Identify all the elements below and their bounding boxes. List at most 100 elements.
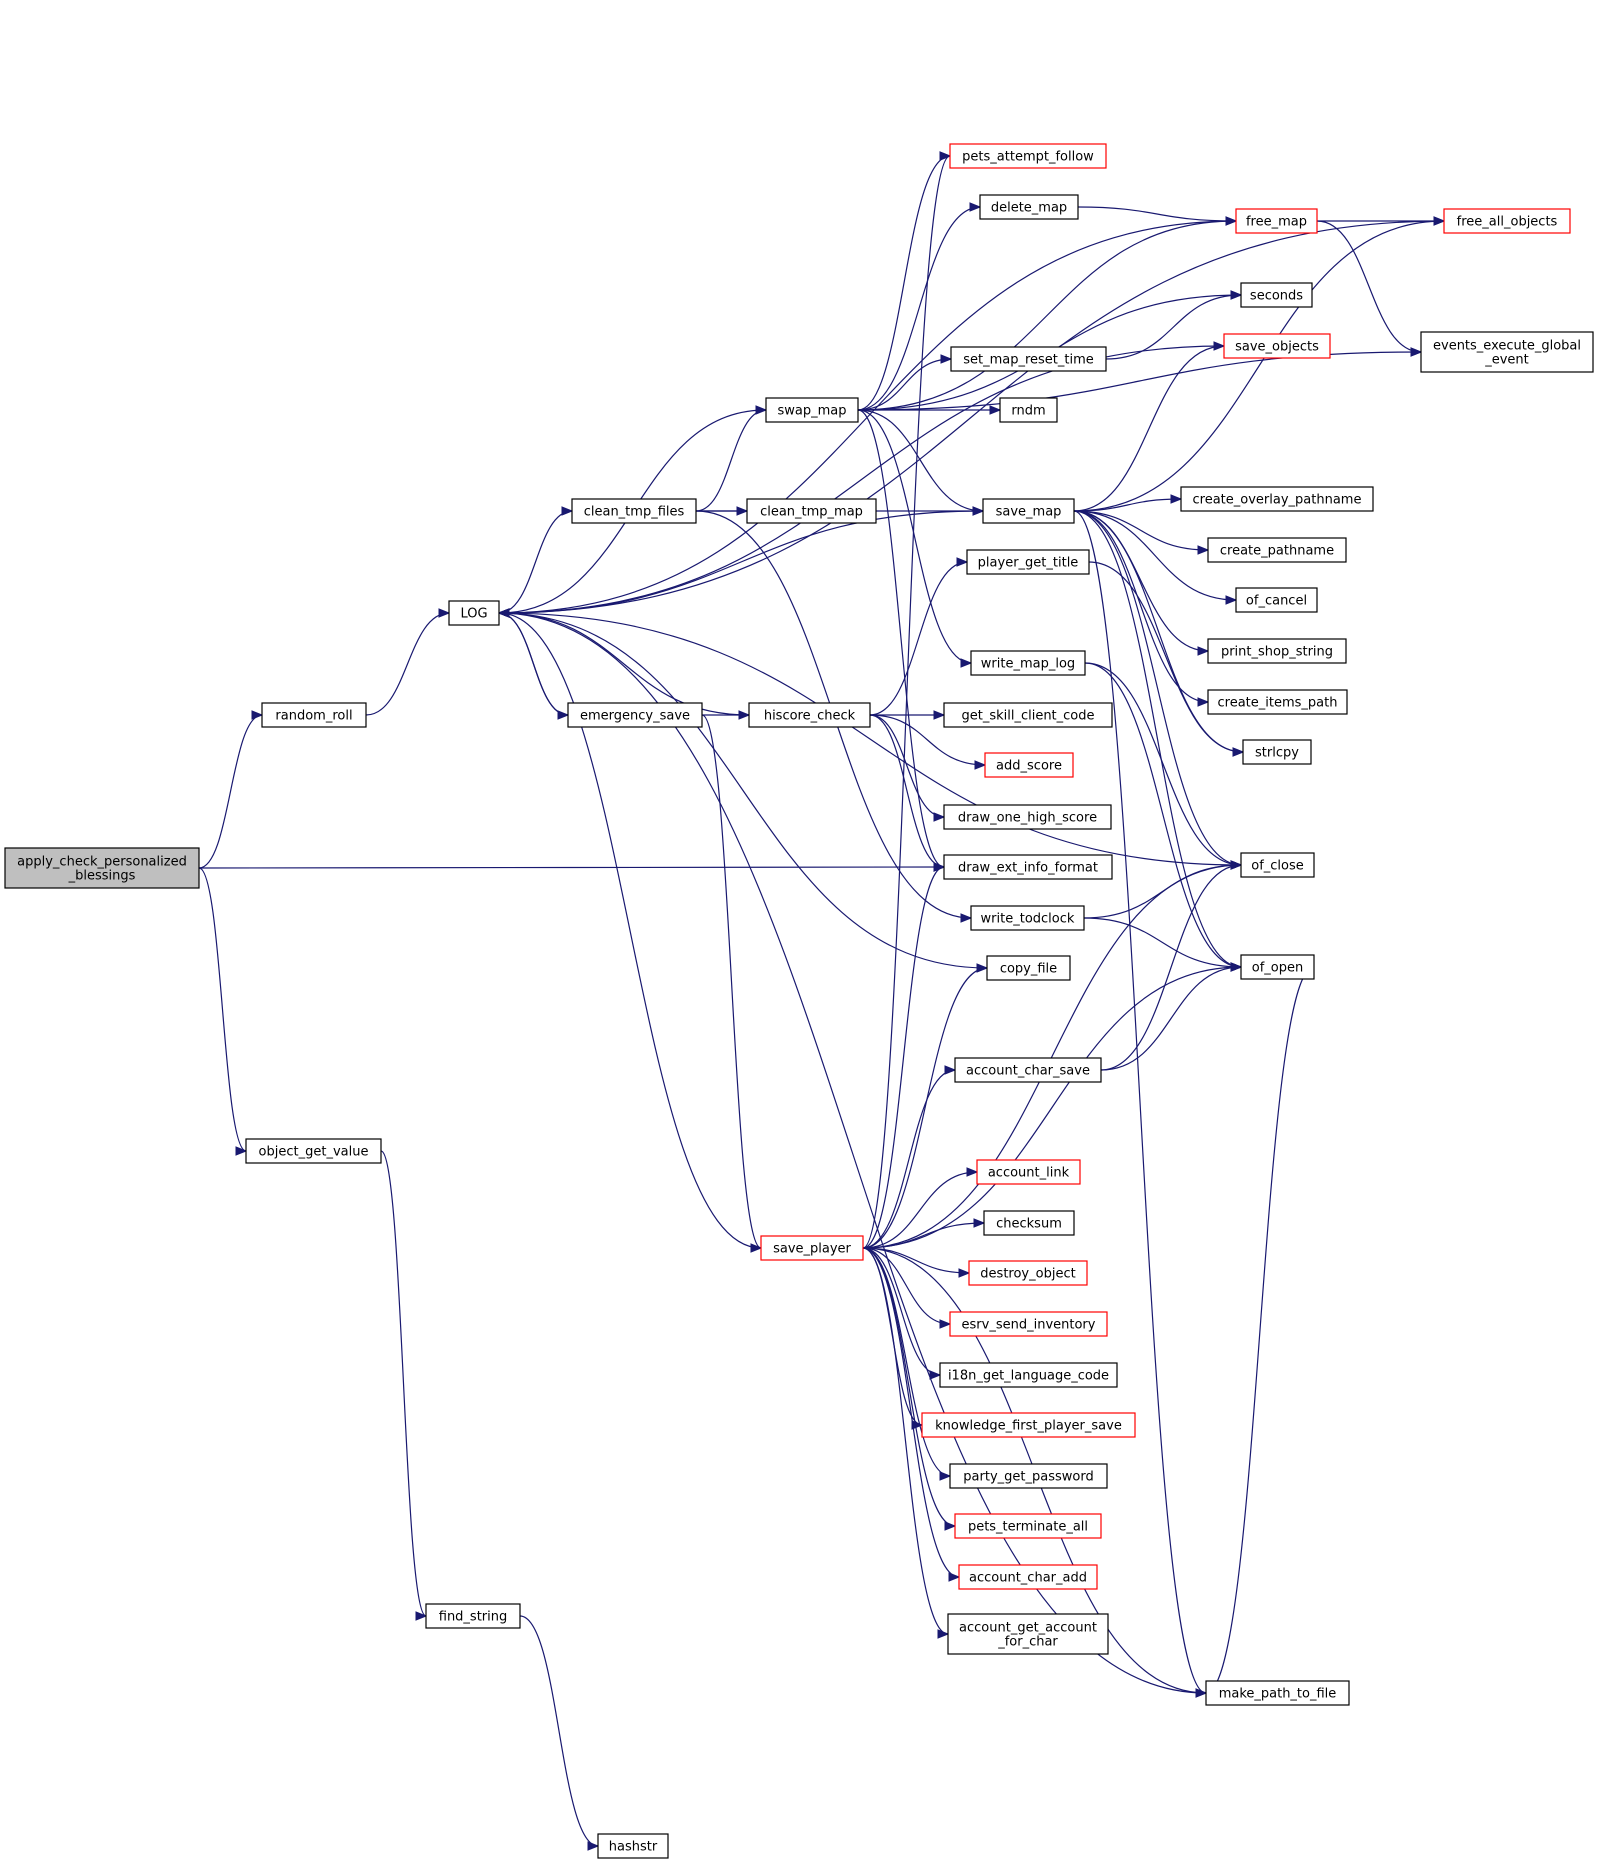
node-free-map[interactable]: free_map [1235, 208, 1318, 234]
node-label: pets_attempt_follow [962, 150, 1094, 165]
edge-line [1105, 294, 1242, 360]
node-emergency-save[interactable]: emergency_save [567, 702, 703, 728]
node-label: clean_tmp_map [760, 505, 863, 520]
edge-line [1316, 220, 1422, 353]
edge-line [498, 612, 750, 716]
edge-line [498, 220, 1237, 614]
edge-line [1100, 966, 1242, 1071]
node-destroy-object[interactable]: destroy_object [968, 1260, 1088, 1286]
edge-line [862, 1171, 978, 1249]
node-create-pathname[interactable]: create_pathname [1207, 537, 1347, 563]
node-save-objects[interactable]: save_objects [1223, 333, 1331, 359]
edge-clean_tmp_files-to-swap_map [695, 405, 768, 512]
node-hashstr[interactable]: hashstr [597, 1833, 669, 1859]
node-get-skill-client-code[interactable]: get_skill_client_code [943, 702, 1113, 728]
edge-line [198, 866, 945, 869]
node-label: _blessings [68, 869, 136, 884]
node-label: pets_terminate_all [968, 1520, 1088, 1535]
node-box [1420, 331, 1594, 373]
edge-line [862, 966, 1242, 1249]
edge-hiscore_check-to-add_score [869, 714, 987, 770]
node-pets-attempt-follow[interactable]: pets_attempt_follow [949, 143, 1107, 169]
node-account-link[interactable]: account_link [976, 1159, 1081, 1185]
node-apply-check[interactable]: apply_check_personalized_blessings [4, 847, 200, 889]
node-strlcpy[interactable]: strlcpy [1242, 739, 1312, 765]
edge-arrowhead [960, 913, 973, 923]
node-clean-tmp-map[interactable]: clean_tmp_map [746, 498, 877, 524]
node-knowledge-first-player-save[interactable]: knowledge_first_player_save [921, 1412, 1136, 1438]
node-create-items-path[interactable]: create_items_path [1207, 689, 1348, 715]
node-clean-tmp-files[interactable]: clean_tmp_files [571, 498, 697, 524]
node-write-todclock[interactable]: write_todclock [970, 905, 1085, 931]
node-add-score[interactable]: add_score [984, 752, 1074, 778]
node-box [1223, 333, 1331, 359]
edge-arrowhead [989, 405, 1002, 415]
node-player-get-title[interactable]: player_get_title [966, 549, 1090, 575]
edge-LOG-to-of_close [498, 612, 1243, 870]
node-label: knowledge_first_player_save [935, 1419, 1122, 1434]
edge-line [1073, 510, 1242, 968]
edge-save_map-to-of_cancel [1073, 510, 1238, 605]
edge-emergency_save-to-save_player [701, 714, 763, 1253]
edge-line [498, 612, 569, 716]
node-of-cancel[interactable]: of_cancel [1235, 587, 1318, 613]
edge-arrowhead [1213, 341, 1226, 351]
node-save-player[interactable]: save_player [760, 1235, 864, 1261]
node-LOG[interactable]: LOG [448, 600, 500, 626]
node-box [949, 1311, 1108, 1337]
node-write-map-log[interactable]: write_map_log [970, 650, 1086, 676]
node-checksum[interactable]: checksum [983, 1210, 1075, 1236]
edge-line [1073, 510, 1237, 601]
node-box [966, 549, 1090, 575]
node-seconds[interactable]: seconds [1240, 282, 1313, 308]
node-label: add_score [996, 759, 1062, 774]
node-of-close[interactable]: of_close [1240, 852, 1315, 878]
node-account-get-account-for-char[interactable]: account_get_account_for_char [947, 1613, 1109, 1655]
node-account-char-save[interactable]: account_char_save [954, 1057, 1102, 1083]
node-events-execute-global-event[interactable]: events_execute_global_event [1420, 331, 1594, 373]
edge-line [1205, 966, 1315, 1694]
edge-line [498, 510, 573, 614]
node-object-get-value[interactable]: object_get_value [245, 1138, 382, 1164]
edge-swap_map-to-set_map_reset_time [857, 354, 953, 411]
edge-line [380, 1150, 427, 1617]
node-find-string[interactable]: find_string [425, 1603, 521, 1629]
node-label: set_map_reset_time [963, 353, 1094, 368]
node-draw-ext-info-format[interactable]: draw_ext_info_format [943, 854, 1113, 880]
edge-line [862, 967, 988, 1249]
node-free-all-objects[interactable]: free_all_objects [1443, 208, 1571, 234]
node-box [571, 498, 697, 524]
edge-arrowhead [561, 506, 574, 516]
edge-save_map-to-create_overlay_pathname [1073, 494, 1183, 512]
node-random-roll[interactable]: random_roll [261, 702, 367, 728]
node-party-get-password[interactable]: party_get_password [949, 1463, 1108, 1489]
node-box [1207, 638, 1347, 664]
edge-arrowhead [966, 1167, 979, 1177]
node-set-map-reset-time[interactable]: set_map_reset_time [950, 346, 1107, 372]
node-i18n-get-language-code[interactable]: i18n_get_language_code [939, 1362, 1118, 1388]
edge-object_get_value-to-find_string [380, 1150, 428, 1621]
node-hiscore-check[interactable]: hiscore_check [748, 702, 871, 728]
node-pets-terminate-all[interactable]: pets_terminate_all [954, 1513, 1102, 1539]
edge-save_player-to-pets_attempt_follow [862, 151, 952, 1249]
edge-arrowhead [251, 710, 264, 720]
edge-arrowhead [587, 1841, 600, 1851]
node-copy-file[interactable]: copy_file [986, 955, 1071, 981]
node-label: rndm [1011, 404, 1045, 419]
edge-save_player-to-account_link [862, 1167, 979, 1249]
node-print-shop-string[interactable]: print_shop_string [1207, 638, 1347, 664]
edge-line [498, 220, 1445, 614]
node-delete-map[interactable]: delete_map [979, 194, 1079, 220]
node-create-overlay-pathname[interactable]: create_overlay_pathname [1180, 486, 1374, 512]
node-rndm[interactable]: rndm [999, 397, 1058, 423]
node-of-open[interactable]: of_open [1240, 954, 1315, 980]
node-account-char-add[interactable]: account_char_add [958, 1564, 1098, 1590]
node-make-path-to-file[interactable]: make_path_to_file [1205, 1680, 1350, 1706]
node-save-map[interactable]: save_map [982, 498, 1075, 524]
node-esrv-send-inventory[interactable]: esrv_send_inventory [949, 1311, 1108, 1337]
edge-line [862, 1247, 960, 1578]
node-draw-one-high-score[interactable]: draw_one_high_score [943, 804, 1112, 830]
edge-line [1077, 206, 1237, 222]
node-swap-map[interactable]: swap_map [765, 397, 859, 423]
